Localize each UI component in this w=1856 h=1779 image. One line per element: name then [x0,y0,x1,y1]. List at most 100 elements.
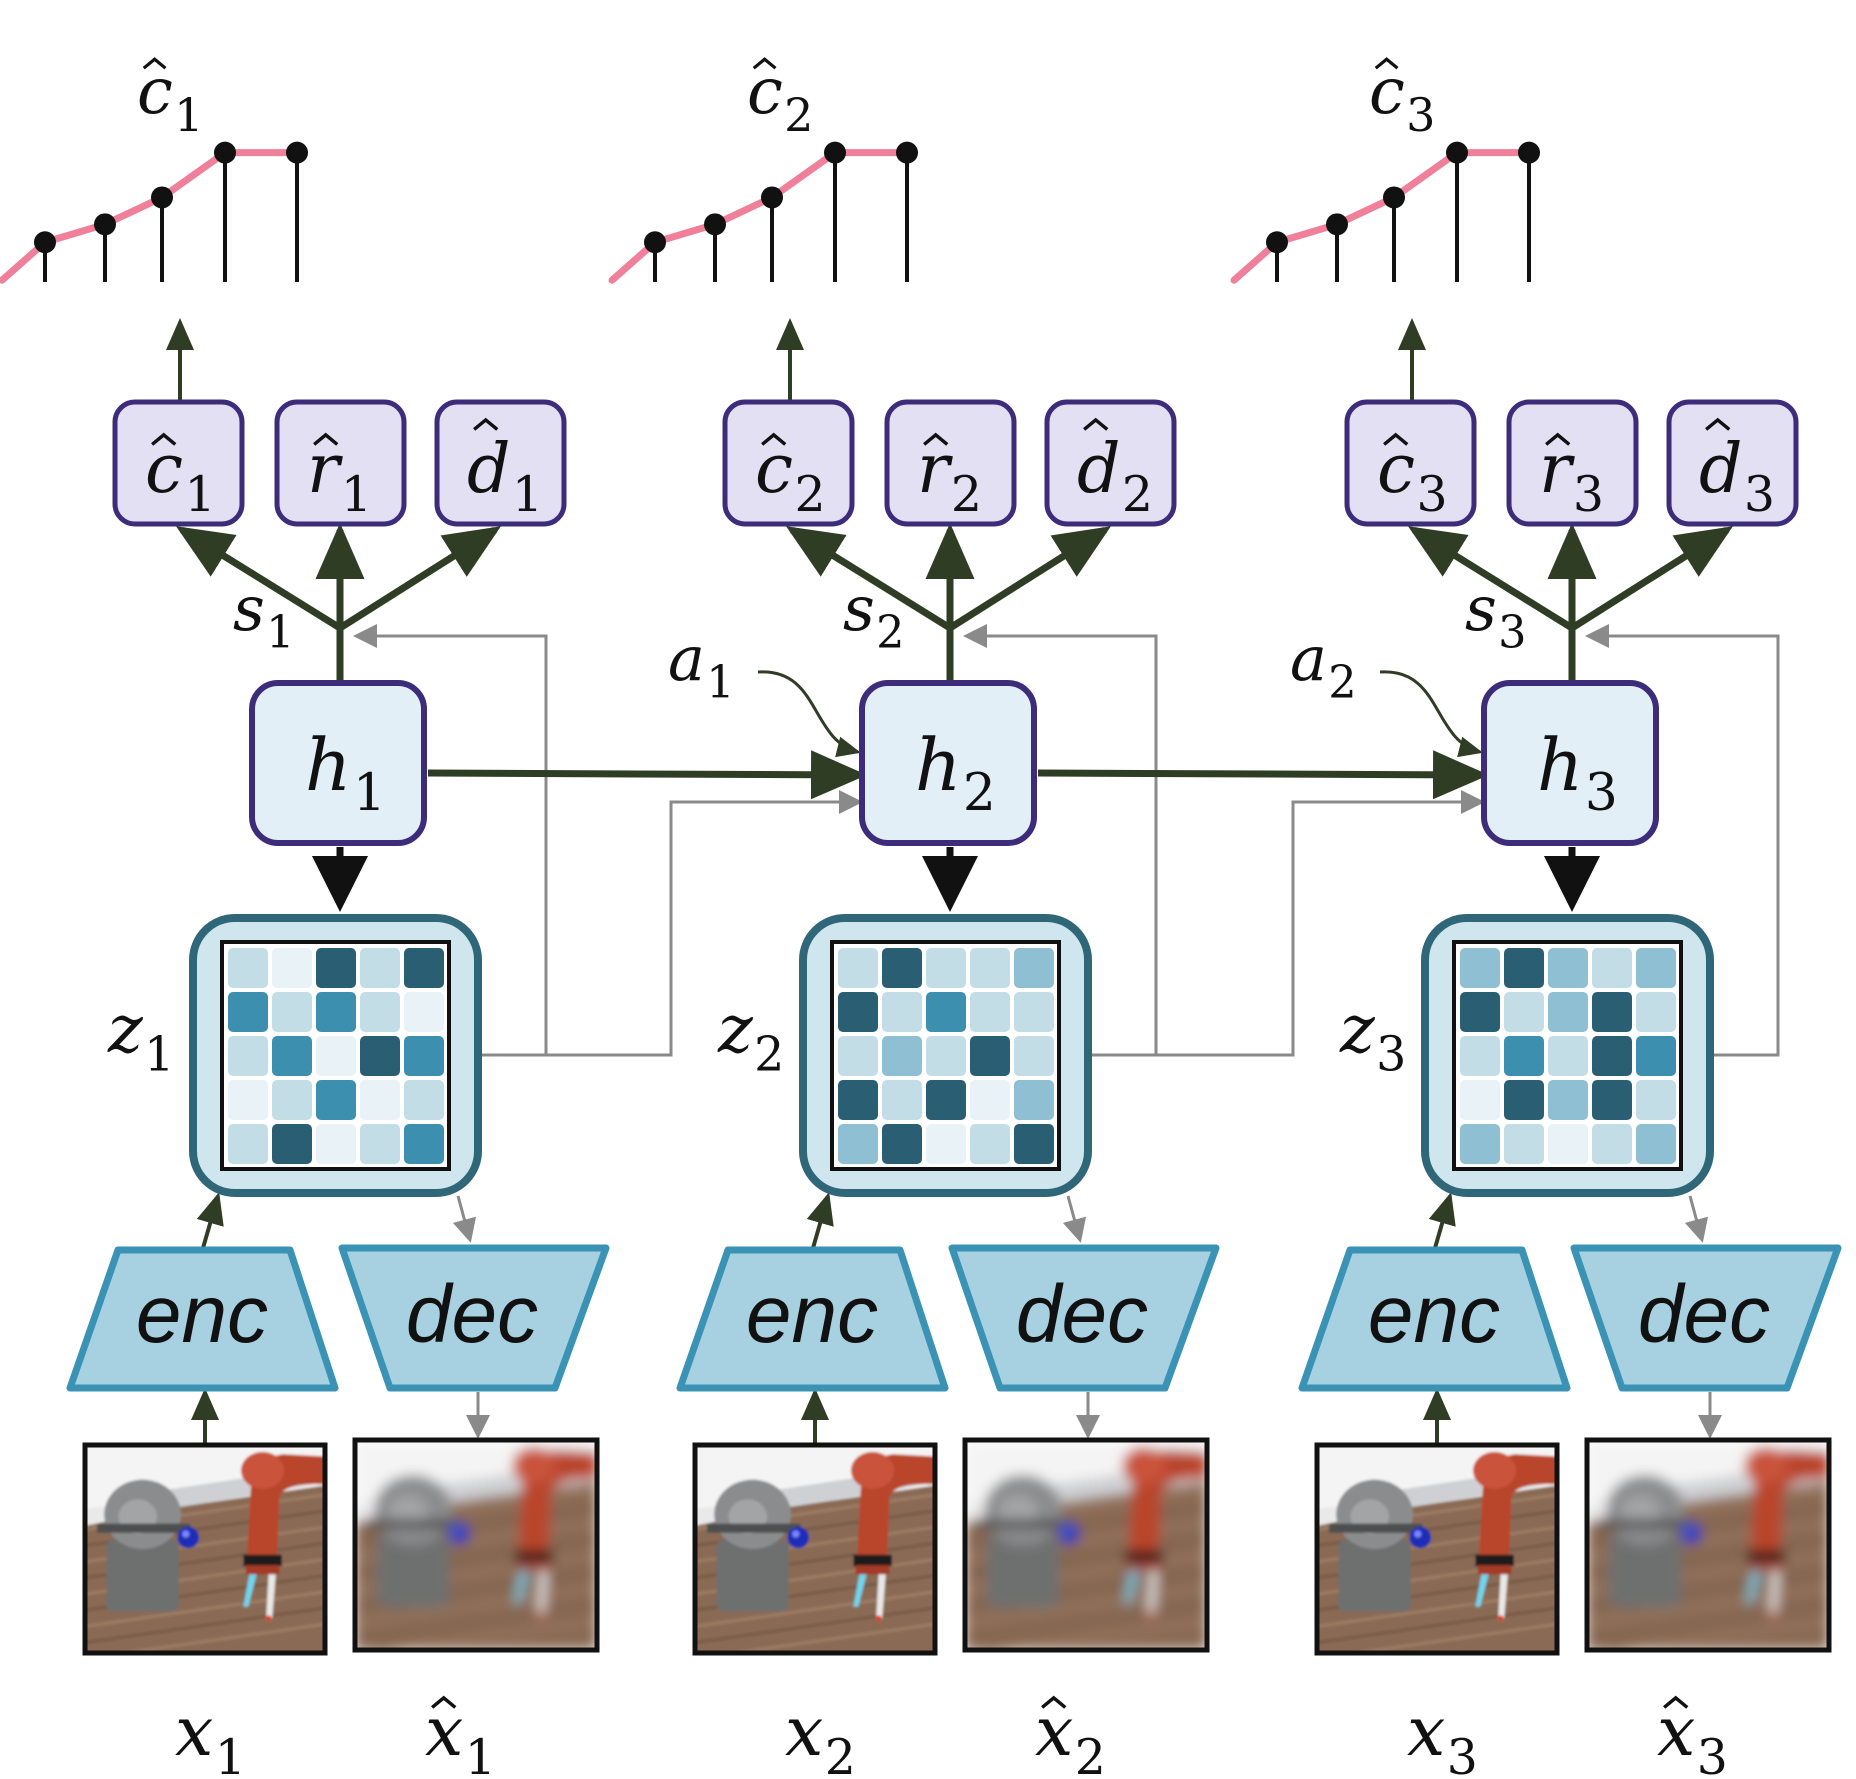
z-cell-1-5-5 [404,1124,444,1164]
xhat-label-2-text: x2 [1035,1693,1106,1779]
reconstruction-image-1-tip [537,1611,544,1619]
s-label-1-text: s1 [233,572,294,658]
h-label-2: h2 [915,723,996,823]
z-label-2: z2 [717,991,784,1082]
continue-plot-2 [608,141,918,284]
head-label-2-3-hat [1083,417,1109,431]
reconstruction-image-3-base [1608,1535,1682,1608]
input-image-1-finger-right [266,1574,276,1619]
plot-label-1-hat [142,57,167,70]
reconstruction-image-3-content [1587,1440,1829,1650]
reconstruction-image-1-ball [448,1522,470,1545]
continue-plot-1 [0,141,308,284]
input-image-3-plank [1344,1622,1557,1653]
head-label-2-3-text: d2 [1077,430,1153,523]
head-label-2-2-hat [923,432,949,446]
input-image-2-plank [695,1606,935,1645]
reconstruction-image-1-base [376,1535,450,1608]
xhat-label-1: x1 [425,1693,496,1779]
s-label-3-text: s3 [1465,572,1526,658]
plot-label-2-text: c2 [747,55,813,142]
input-image-3-rod [1329,1523,1423,1533]
z-cell-1-1-3 [316,948,356,988]
z-cell-3-2-1 [1460,992,1500,1032]
input-image-1-gripper [245,1565,280,1575]
input-image-3-finger-right [1498,1574,1508,1619]
plot-point-1-3 [151,186,173,209]
z-cell-3-4-3 [1548,1080,1588,1120]
reconstruction-image-3-finger-right [1769,1570,1780,1615]
z-cell-1-3-4 [360,1036,400,1076]
z-cell-2-1-2 [882,948,922,988]
z-cell-3-5-2 [1504,1124,1544,1164]
decoder-shape-2 [948,1244,1220,1392]
gray-z-to-s-3 [1585,624,1780,1057]
action-label-1: a1 [668,622,735,708]
input-image-3-ball [1409,1526,1431,1549]
reconstruction-image-1-finger-left [514,1570,529,1604]
reconstruction-image-2-ball-shine [1063,1526,1071,1534]
z-cell-2-5-5 [1014,1124,1054,1164]
decoder-label-3: dec [1638,1269,1770,1360]
z-cell-3-5-5 [1636,1124,1676,1164]
plot-point-2-1 [644,231,666,254]
encoder-label-3: enc [1368,1269,1500,1360]
input-image-1-base [106,1539,179,1612]
reconstruction-image-3-plank [1615,1619,1829,1650]
z-cell-2-2-3 [926,992,966,1032]
plot-point-3-2 [1326,213,1348,236]
edges-layer [166,318,1780,1443]
head-box-1-2 [274,399,407,527]
head-label-1-3-text: d1 [467,430,543,523]
xhat-label-3-text: x3 [1657,1693,1728,1779]
input-image-2-tip [875,1615,882,1622]
head-label-2-2-sub: 2 [951,466,982,523]
head-label-3-2: r3 [1539,430,1604,523]
z-cell-1-5-2 [272,1124,312,1164]
input-image-3-finger-left [1475,1574,1489,1607]
d-head-2: d2 [1044,399,1177,527]
z-cell-3-3-4 [1592,1036,1632,1076]
z-cell-2-1-3 [926,948,966,988]
z-cell-2-3-2 [882,1036,922,1076]
plot-label-3-hat [1374,57,1399,70]
z-node-3 [1421,914,1714,1197]
d-head-3: d3 [1666,399,1799,527]
head-label-3-3-text: d3 [1699,430,1775,523]
input-image-1-ball-shine [182,1530,190,1538]
head-label-3-3-hat [1705,417,1731,431]
plot-label-3: c3 [1369,55,1435,142]
arrow-s-to-d-3 [1570,526,1733,631]
head-label-3-3-sub: 3 [1744,466,1775,523]
z-label-2-text: z2 [717,991,784,1082]
x-label-2-base: x [785,1693,823,1772]
decoder-2: dec [948,1244,1220,1392]
reconstruction-image-3-frame [1584,1437,1832,1653]
head-label-2-3-sub: 2 [1122,466,1153,523]
head-label-1-1: c1 [145,430,216,523]
encoder-1: enc [66,1246,339,1392]
z-cell-2-5-3 [926,1124,966,1164]
reconstruction-image-2-finger-left [1124,1570,1139,1604]
reconstruction-image-3-ball [1680,1522,1702,1545]
reconstruction-image-2 [962,1437,1210,1653]
reconstruction-image-2-plank [965,1602,1207,1642]
c-head-2: c2 [722,399,855,527]
decoder-1: dec [338,1244,610,1392]
plot-point-3-3 [1383,186,1405,209]
reconstruction-image-3-finger-left [1746,1570,1761,1604]
input-image-2-plank [722,1622,935,1653]
h-label-2-base: h [915,723,961,807]
reconstruction-image-3-rod [1599,1519,1694,1529]
head-label-3-3-base: d [1699,430,1743,509]
head-box-3-2 [1506,399,1639,527]
action-label-2-text: a2 [1290,622,1357,708]
head-box-3-1 [1344,399,1477,527]
z-cell-1-4-2 [272,1080,312,1120]
s-label-2: s2 [843,572,904,658]
encoder-shape-2 [676,1246,949,1392]
plot-label-1-text: c1 [137,55,203,142]
arrow-s-to-d-1 [338,526,501,631]
z-cell-1-2-2 [272,992,312,1032]
decoder-label-2: dec [1016,1269,1148,1360]
